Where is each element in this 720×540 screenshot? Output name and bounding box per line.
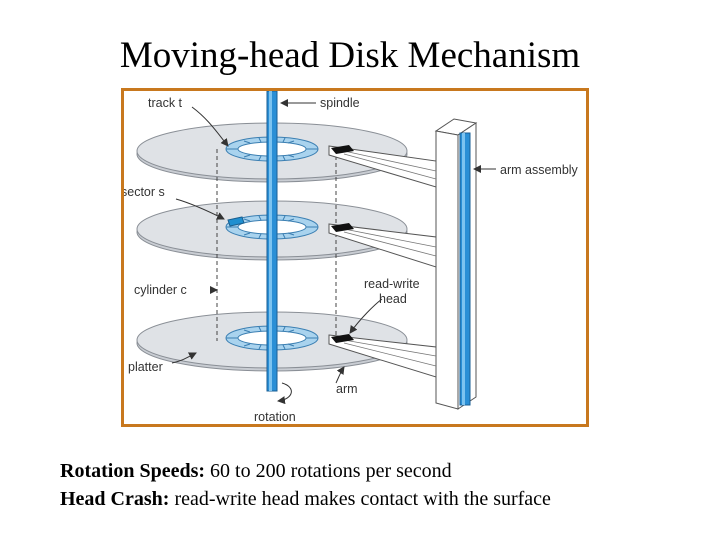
disk-mechanism-figure: track t spindle arm assembly sector s cy…: [121, 88, 589, 427]
arm-assembly-column: [434, 118, 478, 410]
label-rw-head-line2: head: [379, 292, 407, 306]
note-term: Rotation Speeds:: [60, 460, 206, 482]
sector-highlight: [227, 216, 245, 227]
note-text: read-write head makes contact with the s…: [174, 488, 551, 510]
label-arm: arm: [336, 382, 358, 396]
note-term: Head Crash:: [60, 488, 170, 510]
note-rotation-speeds: Rotation Speeds: 60 to 200 rotations per…: [60, 457, 551, 485]
notes-block: Rotation Speeds: 60 to 200 rotations per…: [60, 457, 551, 513]
spindle: [266, 91, 278, 392]
label-track: track t: [148, 96, 183, 110]
note-head-crash: Head Crash: read-write head makes contac…: [60, 485, 551, 513]
disk-diagram: track t spindle arm assembly sector s cy…: [124, 91, 579, 424]
rw-head-bottom: [331, 334, 354, 343]
note-text: 60 to 200 rotations per second: [210, 460, 452, 482]
rotation-arrow: [277, 382, 292, 405]
label-spindle: spindle: [320, 96, 360, 110]
rw-head-middle: [331, 223, 354, 232]
label-rotation: rotation: [254, 410, 296, 424]
leader-lines: [171, 99, 496, 384]
slide-title: Moving-head Disk Mechanism: [119, 35, 581, 76]
label-rw-head-line1: read-write: [364, 277, 420, 291]
label-platter: platter: [128, 360, 163, 374]
cylinder-outline: [216, 149, 337, 341]
label-arm-assembly: arm assembly: [500, 163, 579, 177]
label-cylinder: cylinder c: [134, 283, 187, 297]
label-sector: sector s: [124, 185, 165, 199]
arms: [328, 145, 437, 378]
rw-head-top: [331, 145, 354, 154]
